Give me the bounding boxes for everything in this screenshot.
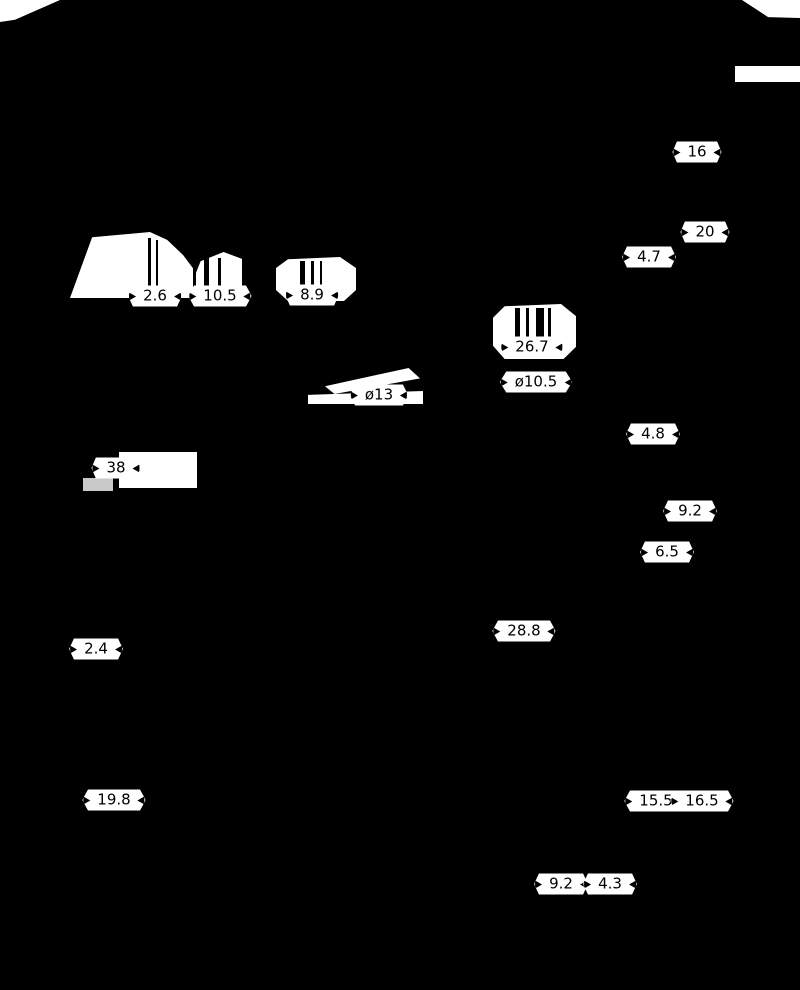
dimension-label: 9.2 xyxy=(534,873,588,895)
part-detail-step xyxy=(83,478,113,491)
sheet-corner-highlight-tr xyxy=(742,0,800,18)
section-hatch-bar xyxy=(320,261,322,293)
section-hatch-bar xyxy=(156,240,158,296)
dimension-label: 6.5 xyxy=(640,541,694,563)
dimension-label: 16 xyxy=(672,141,722,163)
dimension-label: 9.2 xyxy=(663,500,717,522)
dimension-label: 20 xyxy=(680,221,730,243)
section-hatch-bar xyxy=(515,308,520,348)
dimension-label: 8.9 xyxy=(285,284,339,306)
dimension-label: 2.4 xyxy=(69,638,123,660)
dimension-label: 15.5 xyxy=(624,790,688,812)
dimension-label: ø13 xyxy=(349,384,409,406)
section-hatch-bar xyxy=(526,308,529,348)
dimension-label: 16.5 xyxy=(670,790,734,812)
dimension-label: 4.8 xyxy=(626,423,680,445)
section-hatch-bar xyxy=(218,258,221,292)
section-hatch-bar xyxy=(311,261,314,293)
section-hatch-bar xyxy=(204,256,209,292)
sheet-edge-band xyxy=(735,66,800,82)
section-hatch-bar xyxy=(300,261,305,293)
dimension-label: 2.6 xyxy=(128,285,182,307)
dimension-label: ø10.5 xyxy=(499,371,573,393)
section-hatch-bar xyxy=(548,308,551,348)
dimension-label: 26.7 xyxy=(500,336,564,358)
dimension-label: 10.5 xyxy=(188,285,252,307)
dimension-label: 38 xyxy=(91,457,141,479)
dimension-label: 28.8 xyxy=(492,620,556,642)
section-hatch-bar xyxy=(536,308,544,348)
sheet-corner-highlight-tl xyxy=(0,0,60,22)
dimension-label: 4.7 xyxy=(622,246,676,268)
section-hatch-bar xyxy=(148,238,151,296)
dimension-label: 19.8 xyxy=(82,789,146,811)
dimension-label: 4.3 xyxy=(583,873,637,895)
